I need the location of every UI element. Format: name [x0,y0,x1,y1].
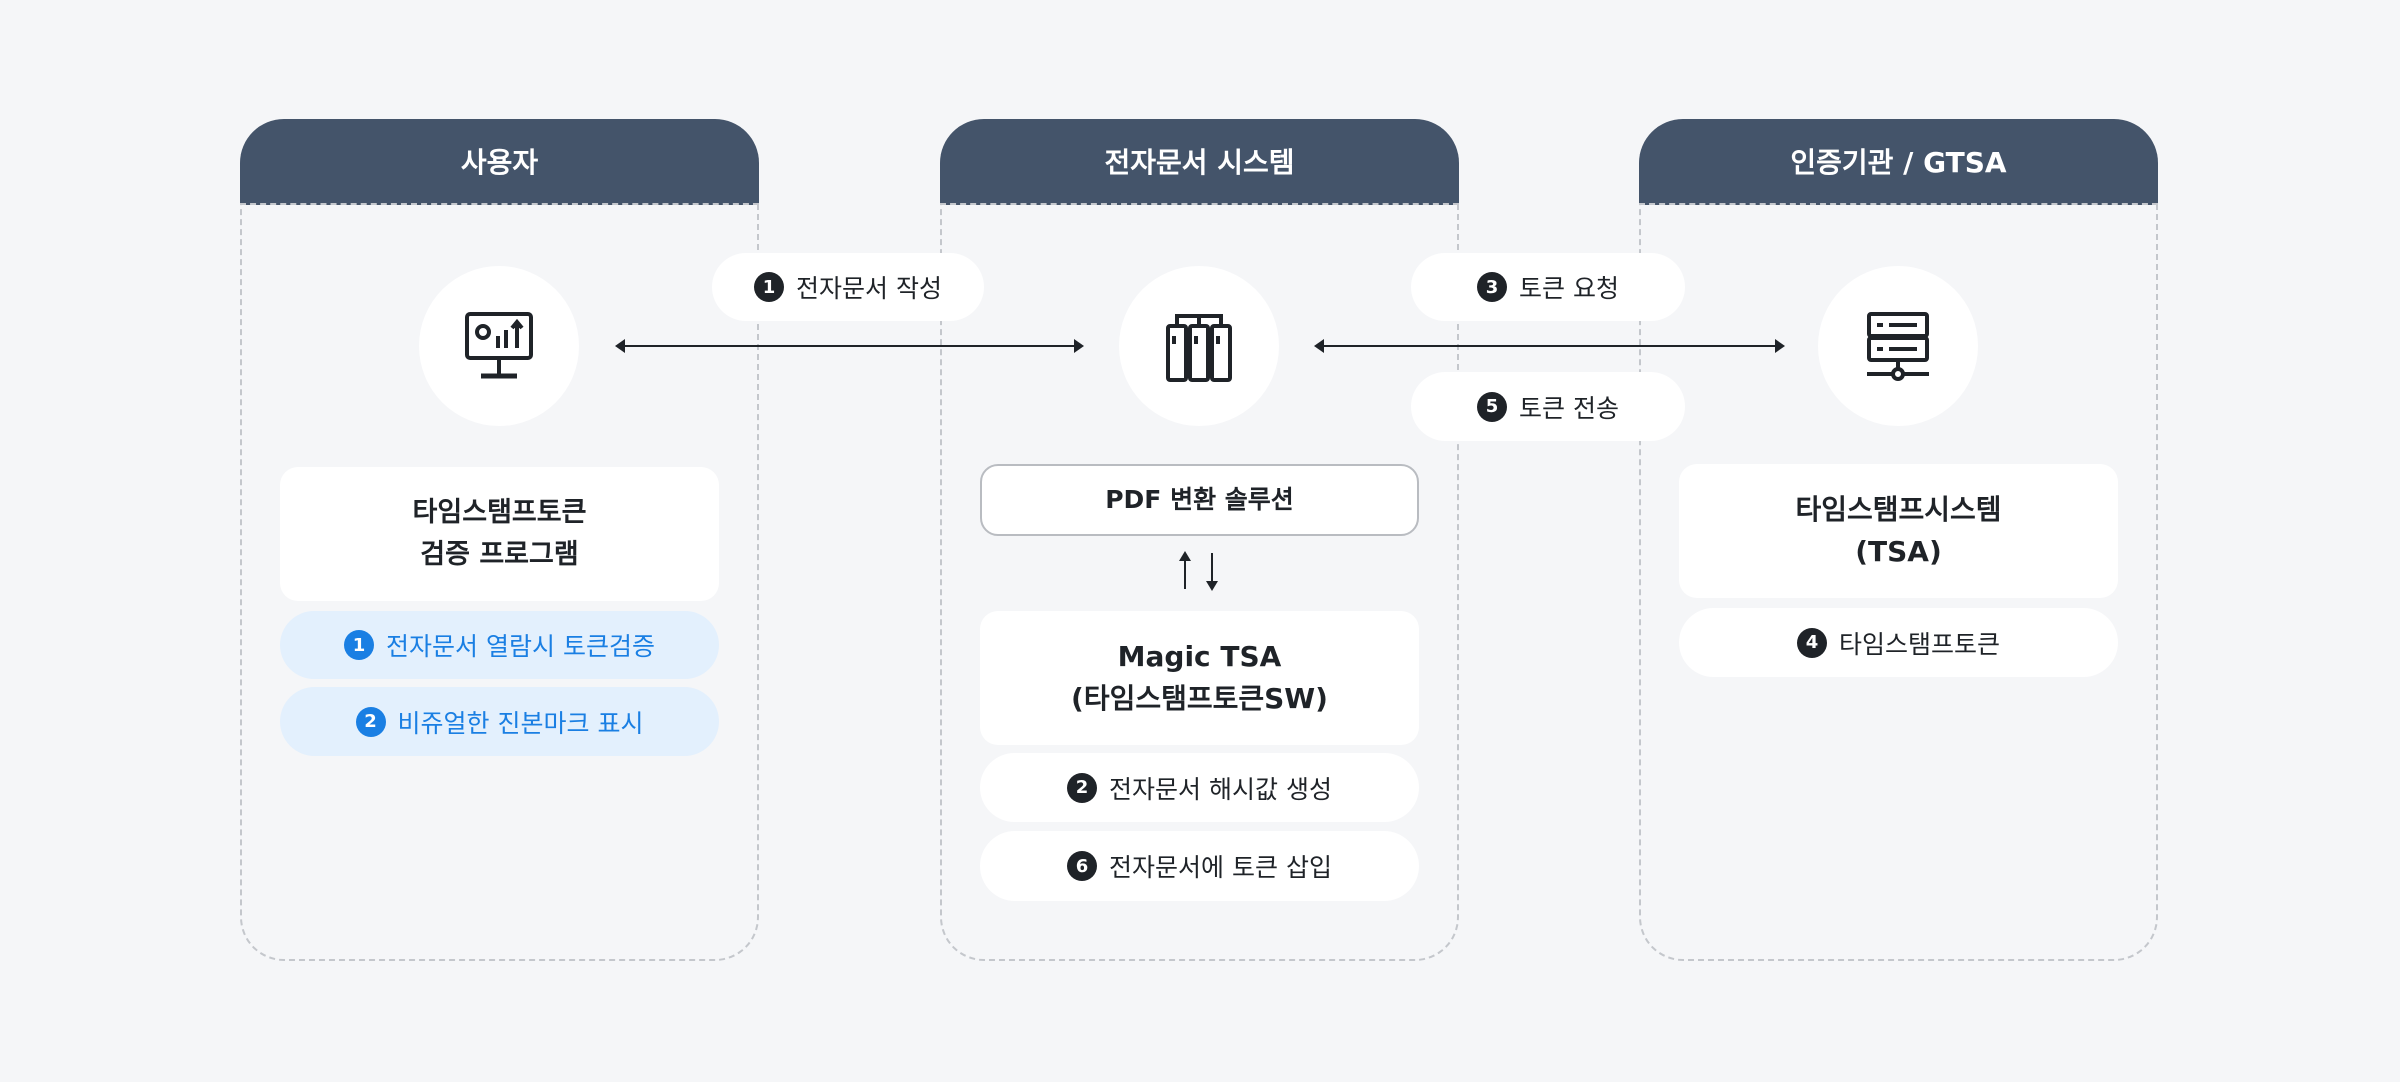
system-step-6: 6 전자문서에 토큰 삽입 [980,831,1419,901]
column-user: 사용자 [240,119,759,961]
flow-label: 토큰 전송 [1519,393,1619,423]
step-number-badge: 6 [1067,851,1098,881]
column-document-system: 전자문서 시스템 [940,119,1459,961]
box-title-line1: Magic TSA [1117,640,1282,673]
box-title-line1: 타임스탬프시스템 [1795,493,2002,526]
flow-label: 전자문서 작성 [796,274,942,303]
authority-node [1818,266,1978,426]
document-system-node [1119,266,1279,426]
step-number-badge: 2 [355,706,386,737]
column-header: 사용자 [240,119,759,205]
step-number-badge: 3 [1477,272,1508,302]
column-authority: 인증기관 / GTSA [1639,119,2158,961]
step-number-badge: 1 [344,630,375,660]
step-label: 전자문서 열람시 토큰검증 [386,632,655,661]
box-title-line2: 검증 프로그램 [420,539,579,570]
flow-label: 토큰 요청 [1519,274,1619,303]
arrow-user-system [615,339,1084,353]
pdf-conversion-box: PDF 변환 솔루션 [980,464,1419,536]
step-number-badge: 2 [1067,772,1098,803]
step-label: 비쥬얼한 진본마크 표시 [397,708,644,738]
monitor-node [419,266,579,426]
user-step-2: 2 비쥬얼한 진본마크 표시 [280,687,719,756]
magic-tsa-box: Magic TSA (타임스탬프토큰SW) [980,611,1419,745]
step-number-badge: 4 [1796,627,1827,658]
monitor-chart-icon [465,312,533,379]
system-step-2: 2 전자문서 해시값 생성 [980,753,1419,822]
step-label: 타임스탬프토큰 [1838,629,2000,659]
column-header: 인증기관 / GTSA [1639,119,2158,205]
arrow-system-authority [1314,339,1785,353]
flow-step-1: 1 전자문서 작성 [712,253,984,321]
column-header: 전자문서 시스템 [940,119,1459,205]
flow-step-3: 3 토큰 요청 [1411,253,1685,321]
pdf-label: PDF 변환 솔루션 [1105,485,1294,514]
box-title-line2: (TSA) [1855,535,1942,568]
flow-step-5: 5 토큰 전송 [1411,372,1685,441]
timestamp-system-box: 타임스탬프시스템 (TSA) [1679,464,2118,598]
step-label: 전자문서에 토큰 삽입 [1109,853,1332,882]
box-title-line2: (타임스탬프토큰SW) [1071,682,1328,715]
step-label: 전자문서 해시값 생성 [1109,774,1332,804]
server-rack-icon [1166,314,1232,382]
arrow-down-icon [1206,553,1218,591]
box-title-line1: 타임스탬프토큰 [412,497,587,528]
user-step-1: 1 전자문서 열람시 토큰검증 [280,611,719,679]
verification-program-box: 타임스탬프토큰 검증 프로그램 [280,467,719,601]
step-number-badge: 5 [1477,391,1508,422]
authority-step-4: 4 타임스탬프토큰 [1679,608,2118,677]
server-network-icon [1867,312,1929,381]
arrow-up-icon [1179,551,1191,589]
step-number-badge: 1 [754,272,785,302]
